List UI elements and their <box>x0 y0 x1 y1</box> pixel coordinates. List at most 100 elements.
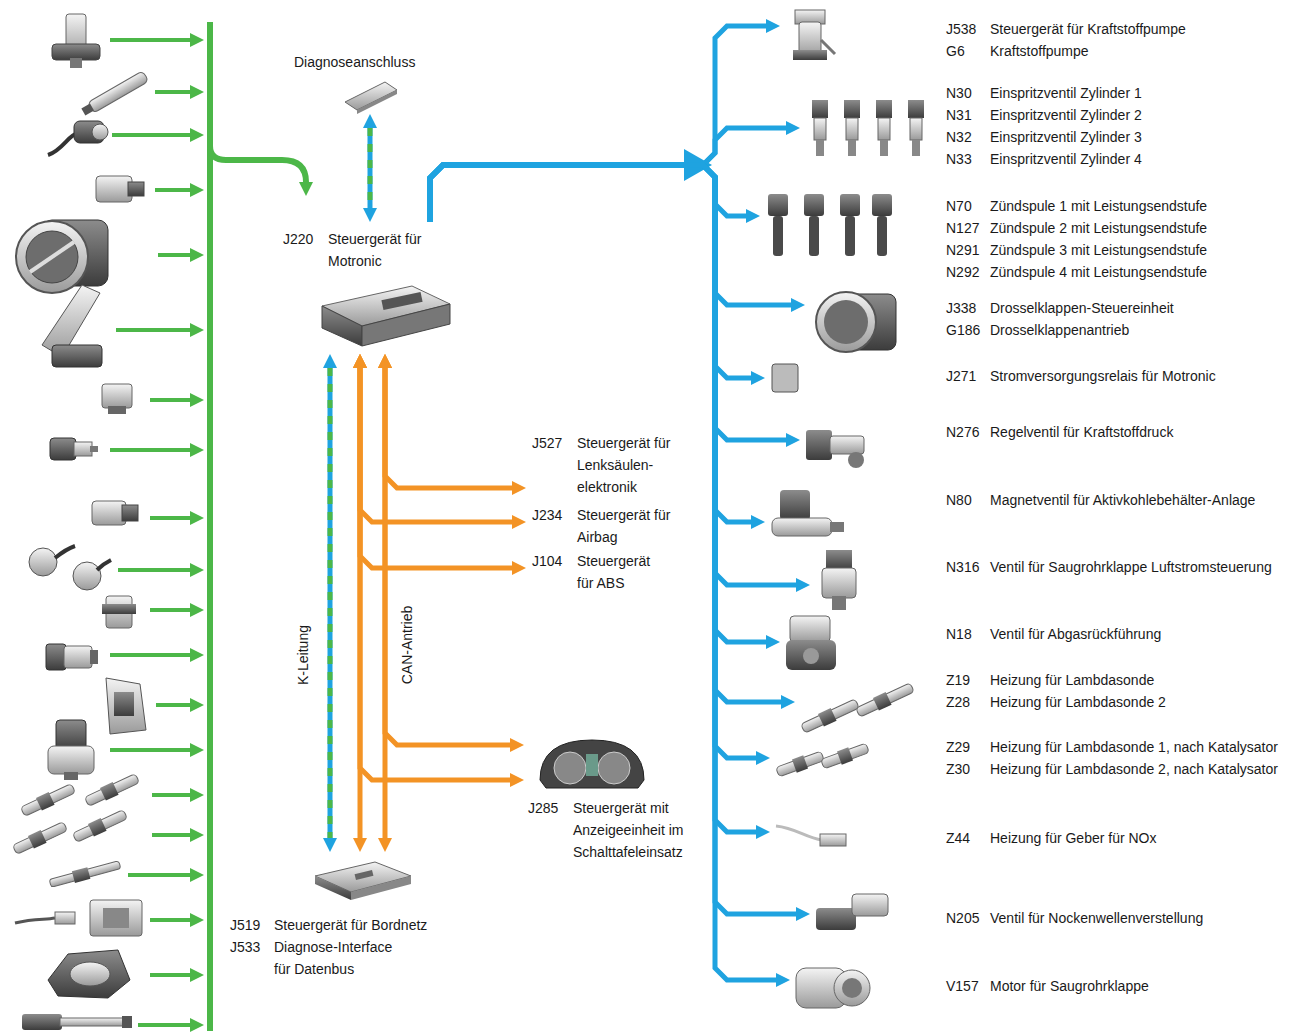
text-block: N276Regelventil für Kraftstoffdruck <box>946 421 1173 443</box>
part-description: Steuergerät für ABS <box>577 550 667 594</box>
actuator-icon <box>806 430 864 468</box>
text-block: N205Ventil für Nockenwellenverstellung <box>946 907 1203 929</box>
actuator-icon <box>832 596 846 610</box>
sensor-bus <box>210 22 306 1031</box>
sensor-icon <box>48 950 130 998</box>
sensor-icon <box>12 820 69 856</box>
actuator-icon <box>786 616 836 670</box>
sensor-icon <box>106 678 146 734</box>
sensor-icon <box>122 1016 132 1028</box>
sensor-icon <box>48 746 94 774</box>
actuator-icon <box>830 436 864 454</box>
part-description: Kraftstoffpumpe <box>990 40 1186 62</box>
text-block: N316Ventil für Saugrohrklappe Luftstroms… <box>946 556 1272 578</box>
actuator-icon <box>873 692 892 711</box>
sensor-icon <box>128 182 144 196</box>
sensor-icon <box>90 650 98 664</box>
actuator-icon <box>830 522 844 532</box>
text-block: Z19Heizung für LambdasondeZ28Heizung für… <box>946 669 1166 713</box>
part-description: Steuergerät für Lenksäulen- elektronik <box>577 432 689 498</box>
sensor-icon <box>103 908 129 928</box>
sensor-icon <box>28 830 47 849</box>
sensor-icon <box>102 384 132 408</box>
part-code: J338 <box>946 297 990 319</box>
text-block: Z44Heizung für Geber für NOx <box>946 827 1157 849</box>
actuator-group: Z29Heizung für Lambdasonde 1, nach Katal… <box>770 736 1282 786</box>
instrument-cluster-icon <box>598 752 630 784</box>
k-line <box>368 128 373 208</box>
actuator-icon <box>816 894 888 930</box>
part-code: N80 <box>946 489 990 511</box>
part-code: J220 <box>283 228 328 272</box>
actuator-icon <box>768 10 924 1008</box>
actuator-icon <box>821 743 870 769</box>
signal-arrow <box>118 568 190 572</box>
sensor-icon <box>81 104 94 116</box>
signal-arrow <box>150 973 190 977</box>
actuator-icon <box>820 741 870 771</box>
part-code: Z30 <box>946 758 990 780</box>
part-code: Z28 <box>946 691 990 713</box>
actuator-icon <box>812 100 828 118</box>
actuator-icon <box>840 194 860 216</box>
sensor-icon <box>36 792 55 811</box>
part-code: N276 <box>946 421 990 443</box>
sensor-icon <box>55 912 75 924</box>
actuator-group: V157Motor für Saugrohrklappe <box>790 956 1153 1014</box>
actuator-group: J538Steuergerät für KraftstoffpumpeG6Kra… <box>780 8 1190 66</box>
sensor-icon <box>13 822 68 855</box>
sensor-icon <box>48 720 94 780</box>
text-block: J338Drosselklappen-SteuereinheitG186Dros… <box>946 297 1174 341</box>
sensor-icon <box>15 900 142 936</box>
signal-arrow <box>150 516 190 520</box>
part-description: Magnetventil für Aktivkohlebehälter-Anla… <box>990 489 1255 511</box>
actuator-icon <box>824 300 868 344</box>
actuator-icon <box>780 490 810 520</box>
can-bus-line <box>383 368 388 838</box>
signal-arrow <box>150 608 190 612</box>
actuator-group: N18Ventil für Abgasrückführung <box>780 614 1165 666</box>
text-block: N70Zündspule 1 mit LeistungsendstufeN127… <box>946 195 1207 283</box>
part-description: Heizung für Lambdasonde <box>990 669 1166 691</box>
sensor-icon <box>73 810 128 843</box>
part-description: Einspritzventil Zylinder 1 <box>990 82 1142 104</box>
connector-label: Diagnoseanschluss <box>294 51 415 73</box>
part-description: Drosselklappenantrieb <box>990 319 1174 341</box>
sensor-icon <box>46 644 98 670</box>
actuator-icon <box>786 640 836 670</box>
part-code: J519 <box>230 914 274 936</box>
text-block: J104Steuergerät für ABS <box>532 550 667 594</box>
output-signal-line <box>430 165 776 980</box>
text-block: J538Steuergerät für KraftstoffpumpeG6Kra… <box>946 18 1186 62</box>
sensor-icon <box>46 644 66 670</box>
actuator-icon <box>814 118 826 140</box>
part-code: J533 <box>230 936 274 980</box>
part-code: N30 <box>946 82 990 104</box>
actuator-icon <box>809 216 819 256</box>
part-description: Heizung für Lambdasonde 2, nach Katalysa… <box>990 758 1278 780</box>
actuator-icon <box>790 616 830 642</box>
sensor-icon <box>21 784 76 817</box>
sensor-icon <box>92 501 138 525</box>
part-code: J271 <box>946 365 990 387</box>
part-description: Heizung für Lambdasonde 1, nach Katalysa… <box>990 736 1278 758</box>
actuator-icon <box>776 751 825 777</box>
sensor-icon <box>114 692 134 716</box>
actuator-icon <box>840 194 860 256</box>
part-description: Drosselklappen-Steuereinheit <box>990 297 1174 319</box>
sensor-icon <box>87 71 148 113</box>
output-signal-line <box>430 165 756 758</box>
actuator-icon <box>822 550 856 610</box>
signal-arrow <box>110 448 190 452</box>
actuator-icon <box>856 683 915 717</box>
sensor-icon <box>100 782 119 801</box>
sensor-icon <box>102 604 136 614</box>
text-block: V157Motor für Saugrohrklappe <box>946 975 1149 997</box>
diagnostic-connector-icon <box>345 82 397 114</box>
text-block: J519Steuergerät für BordnetzJ533Diagnose… <box>230 914 459 980</box>
sensor-bus <box>207 22 213 1031</box>
instrument-cluster-icon <box>540 740 644 788</box>
sensor-icon <box>49 861 121 887</box>
diagnostic-connector-icon <box>357 90 397 114</box>
part-code: N18 <box>946 623 990 645</box>
